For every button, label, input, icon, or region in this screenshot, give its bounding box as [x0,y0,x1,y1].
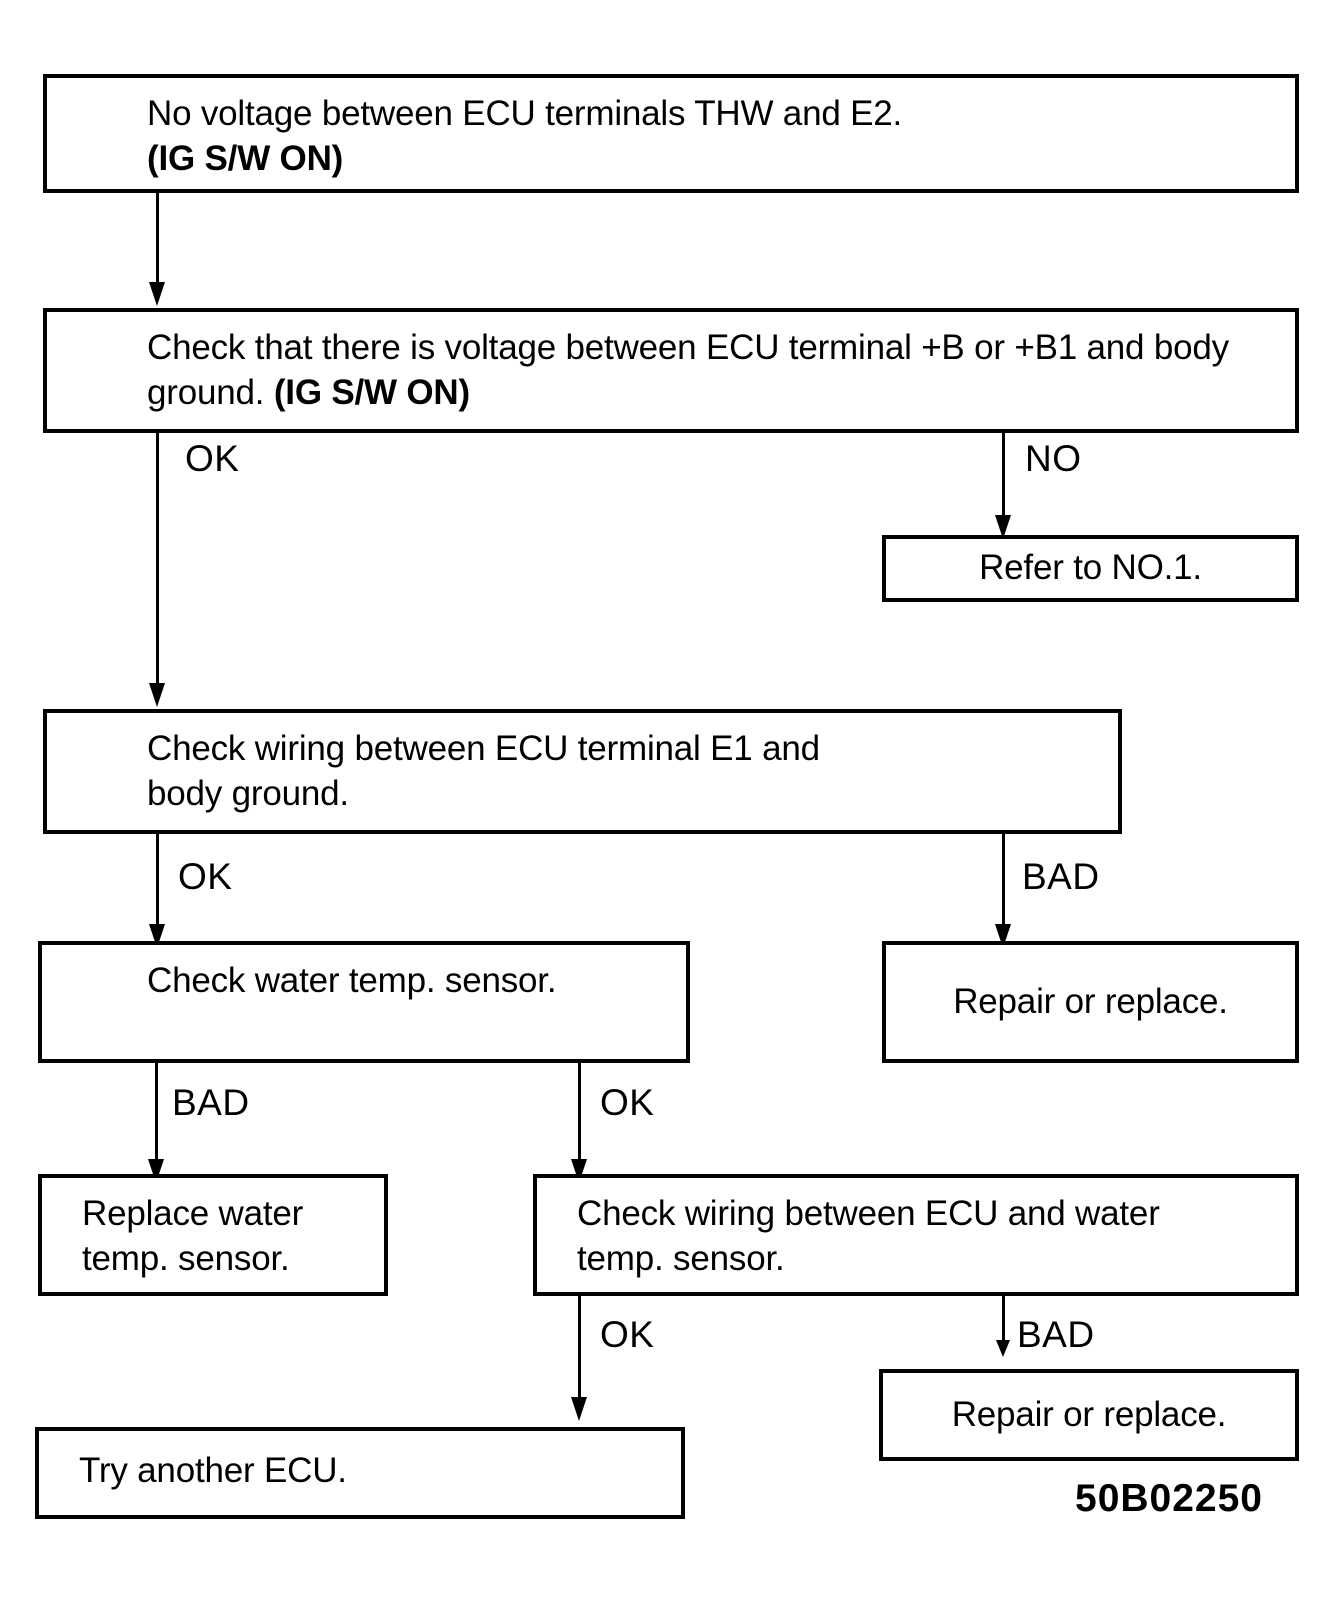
node-check-wiring-ecu-sensor: Check wiring between ECU and water temp.… [533,1174,1299,1296]
node-no-voltage-thw-e2-line1: No voltage between ECU terminals THW and… [147,94,903,133]
node-refer-to-no1-text: Refer to NO.1. [979,548,1202,588]
node-check-wiring-e1-ground: Check wiring between ECU terminal E1 and… [43,709,1122,834]
node-repair-or-replace-lower-text: Repair or replace. [951,1394,1227,1434]
edge-label-n2-ok: OK [185,438,240,479]
node-no-voltage-thw-e2: No voltage between ECU terminals THW and… [43,74,1299,193]
connector-n5-ok [578,1063,581,1163]
node-repair-or-replace-lower: Repair or replace. [879,1369,1299,1461]
connector-n3-ok [156,834,159,928]
edge-label-n5-bad: BAD [172,1082,250,1123]
node-try-another-ecu-text: Try another ECU. [79,1451,347,1490]
connector-n8-ok [578,1296,581,1401]
edge-label-n2-no: NO [1025,438,1082,479]
node-no-voltage-thw-e2-line2: (IG S/W ON) [147,138,344,178]
connector-n3-bad [1002,834,1005,928]
connector-n8-bad [1002,1296,1005,1346]
edge-label-n8-ok: OK [600,1314,655,1355]
connector-n1-n2 [156,193,159,286]
arrowhead-n1-n2 [149,282,165,306]
connector-n5-bad [155,1063,158,1163]
node-repair-or-replace-upper-text: Repair or replace. [953,981,1228,1021]
node-replace-water-temp-sensor: Replace water temp. sensor. [38,1174,388,1296]
connector-n2-no [1002,433,1005,519]
edge-label-n8-bad: BAD [1017,1314,1095,1355]
connector-n2-ok [156,433,159,687]
arrowhead-n8-bad [996,1340,1010,1357]
figure-code: 50B02250 [1075,1477,1263,1520]
node-check-water-temp-sensor: Check water temp. sensor. [38,941,690,1063]
node-check-voltage-b-b1-text: Check that there is voltage between ECU … [47,312,1295,416]
node-replace-water-temp-sensor-text: Replace water temp. sensor. [82,1194,304,1278]
node-check-voltage-b-b1-plain: Check that there is voltage between ECU … [147,328,1229,412]
node-refer-to-no1: Refer to NO.1. [882,535,1299,602]
node-repair-or-replace-upper: Repair or replace. [882,941,1299,1063]
node-check-wiring-ecu-sensor-text: Check wiring between ECU and water temp.… [577,1194,1160,1278]
node-check-voltage-b-b1: Check that there is voltage between ECU … [43,308,1299,433]
arrowhead-n2-ok [149,683,165,707]
edge-label-n3-bad: BAD [1022,856,1100,897]
node-check-water-temp-sensor-text: Check water temp. sensor. [147,961,557,1000]
node-check-voltage-b-b1-bold: (IG S/W ON) [273,372,470,412]
edge-label-n3-ok: OK [178,856,233,897]
edge-label-n5-ok: OK [600,1082,655,1123]
node-check-wiring-e1-ground-text: Check wiring between ECU terminal E1 and… [147,729,820,813]
arrowhead-n8-ok [571,1397,587,1421]
arrowhead-n2-no [995,515,1011,539]
node-try-another-ecu: Try another ECU. [35,1427,685,1519]
